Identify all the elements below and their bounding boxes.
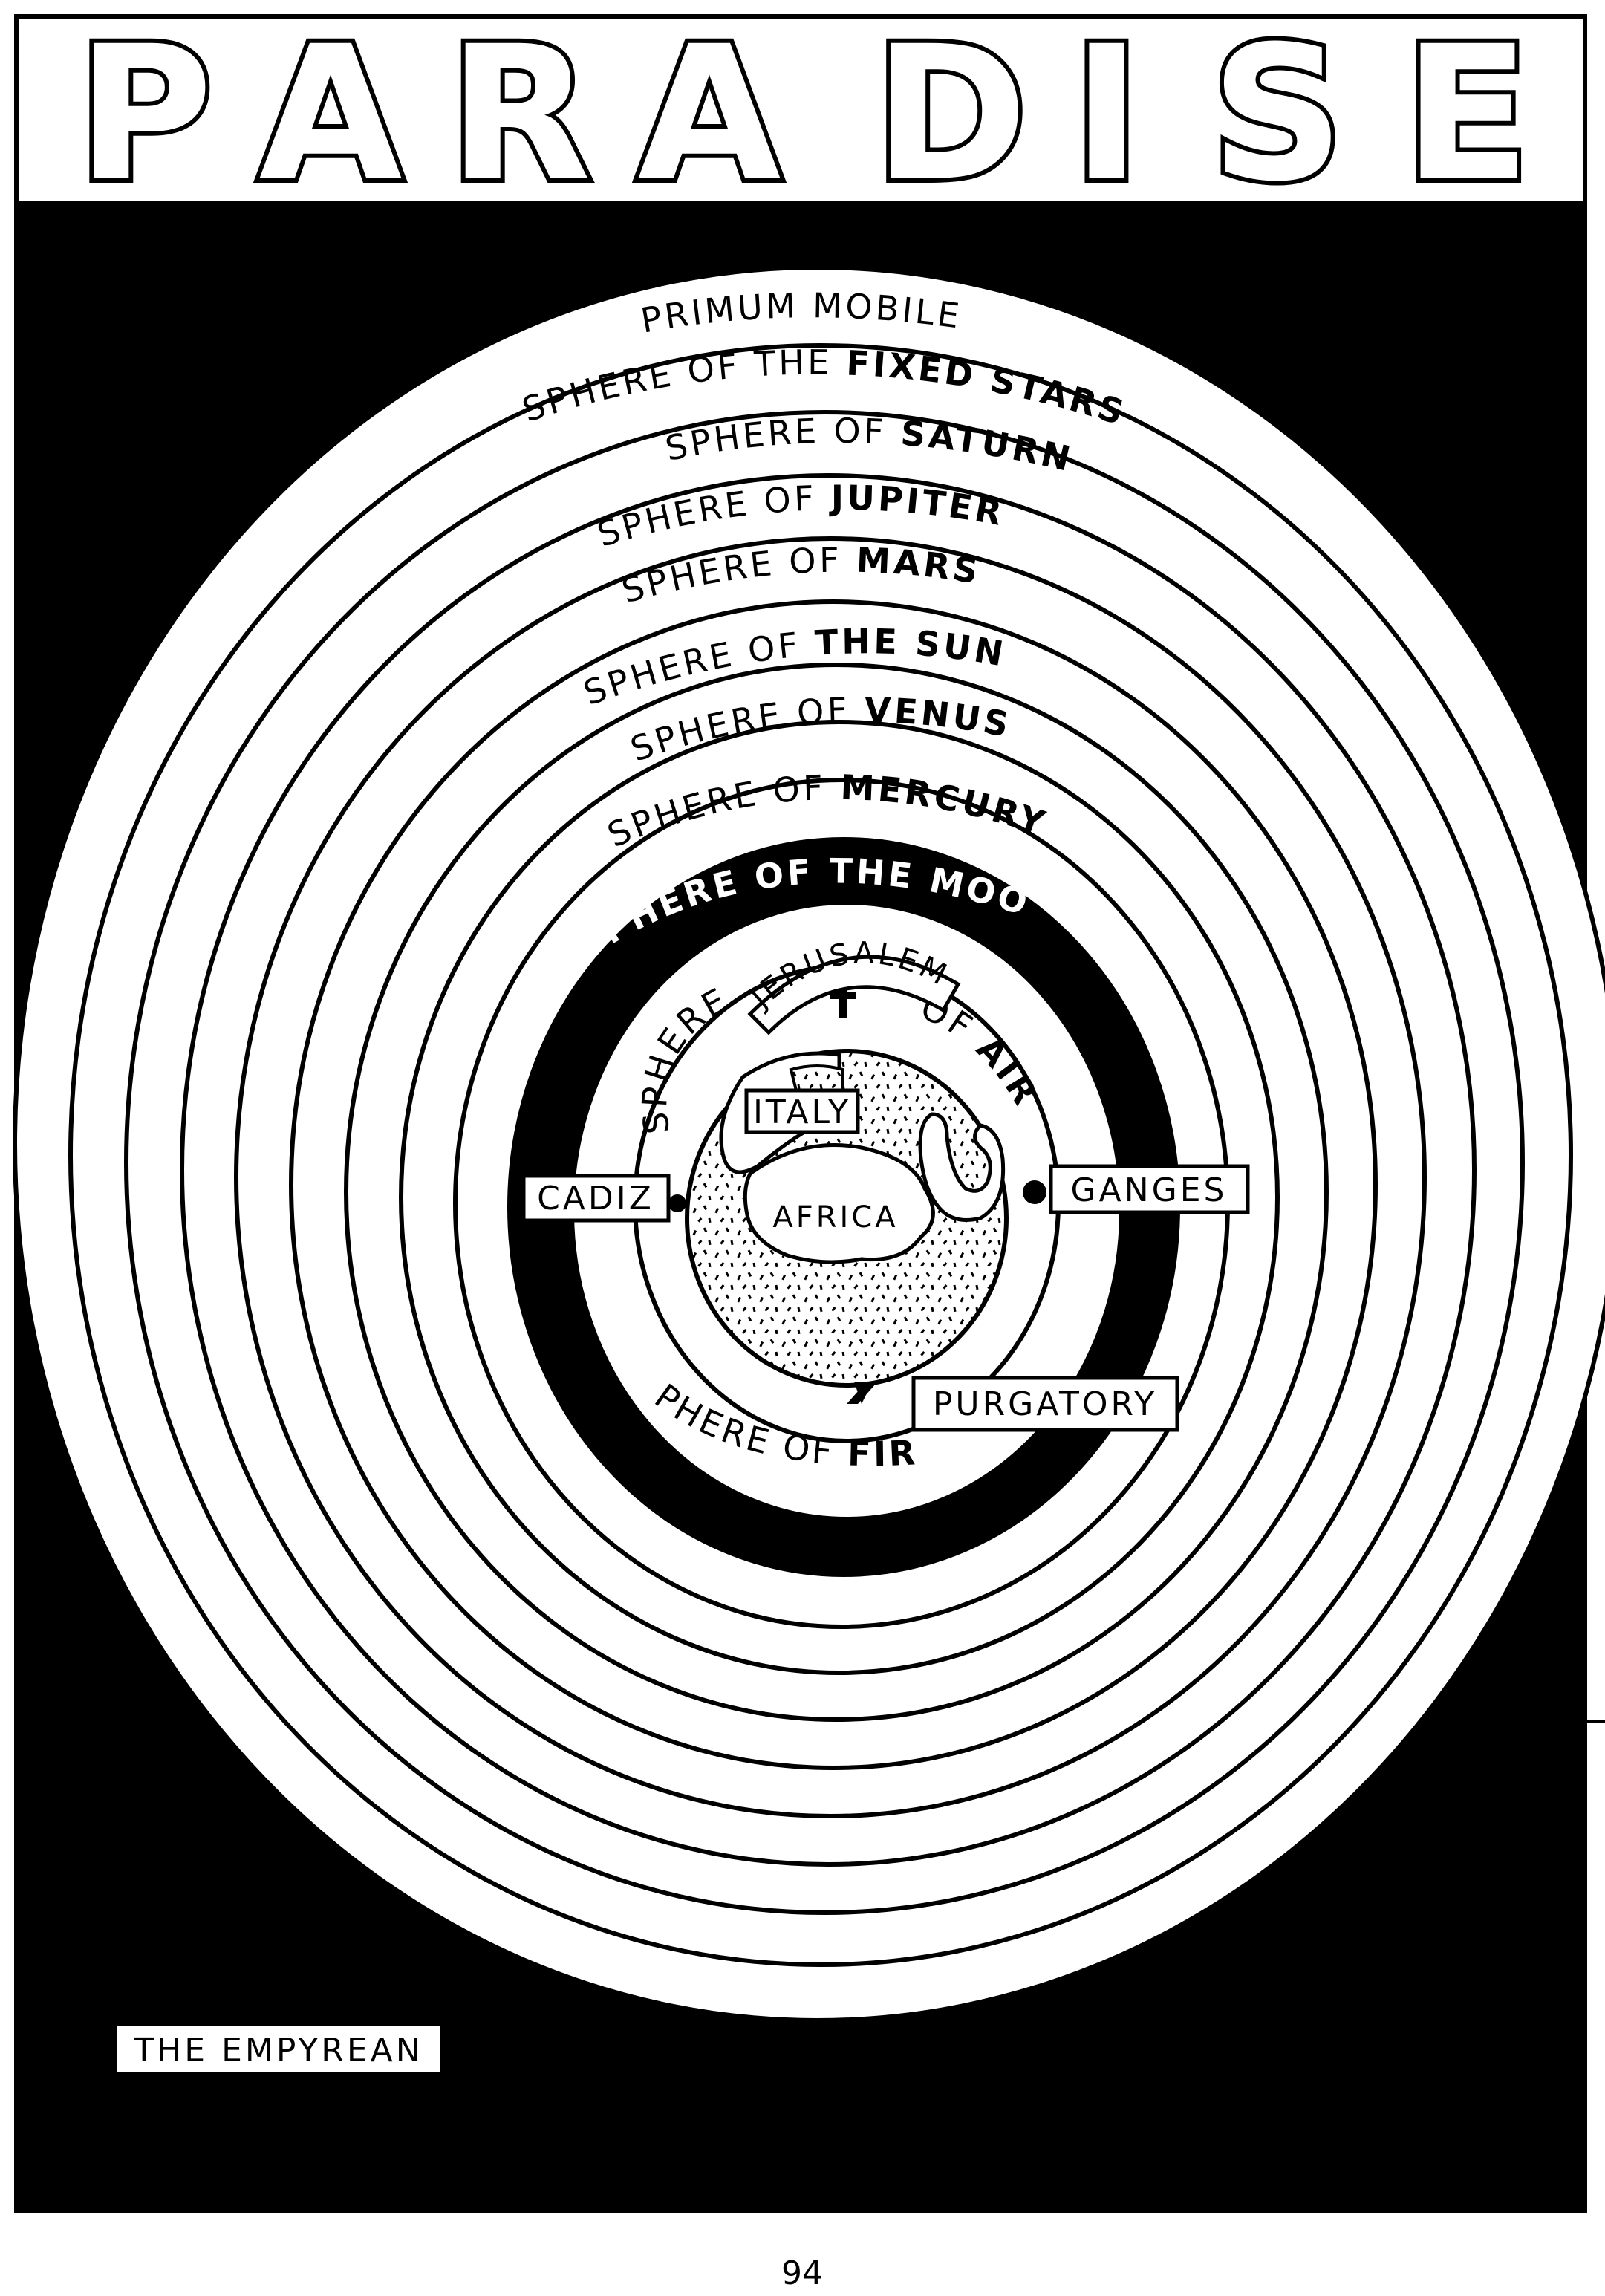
title-letter-i: I [1072, 6, 1141, 222]
page-number: 94 [781, 2254, 823, 2292]
empyrean-box [114, 2023, 443, 2075]
place-labels: ITALY AFRICA CADIZ GANGES PURGATORY [521, 1088, 1250, 1432]
title-letter-r: R [449, 6, 592, 222]
cadiz-box [521, 1174, 671, 1223]
purgatory-box [911, 1376, 1179, 1432]
title-letter-d: D [873, 6, 1028, 222]
ganges-marker-icon [1023, 1180, 1046, 1204]
title-letter-e: E [1404, 6, 1531, 222]
title-letter-a2: A [637, 6, 781, 222]
title-frame [14, 14, 1587, 206]
africa-landmass [743, 1143, 935, 1264]
label-ganges: GANGES [1071, 1171, 1228, 1209]
asia-peninsulas [918, 1112, 1006, 1222]
title-letter-a1: A [258, 6, 402, 222]
italy-box [744, 1088, 860, 1134]
label-italy: ITALY [753, 1093, 851, 1131]
jerusalem-cross-icon [830, 980, 856, 1018]
ganges-box [1049, 1164, 1250, 1214]
title-letter-p: P [76, 6, 212, 222]
page-title: P A R A D I S E [72, 1, 1534, 227]
label-empyrean: THE EMPYREAN [133, 2032, 423, 2069]
label-cadiz: CADIZ [537, 1180, 654, 1217]
label-africa: AFRICA [772, 1200, 898, 1235]
title-letter-s: S [1211, 6, 1344, 222]
purgatory-point-icon [854, 1382, 873, 1404]
cadiz-marker-icon [668, 1194, 686, 1212]
label-purgatory: PURGATORY [933, 1385, 1157, 1423]
